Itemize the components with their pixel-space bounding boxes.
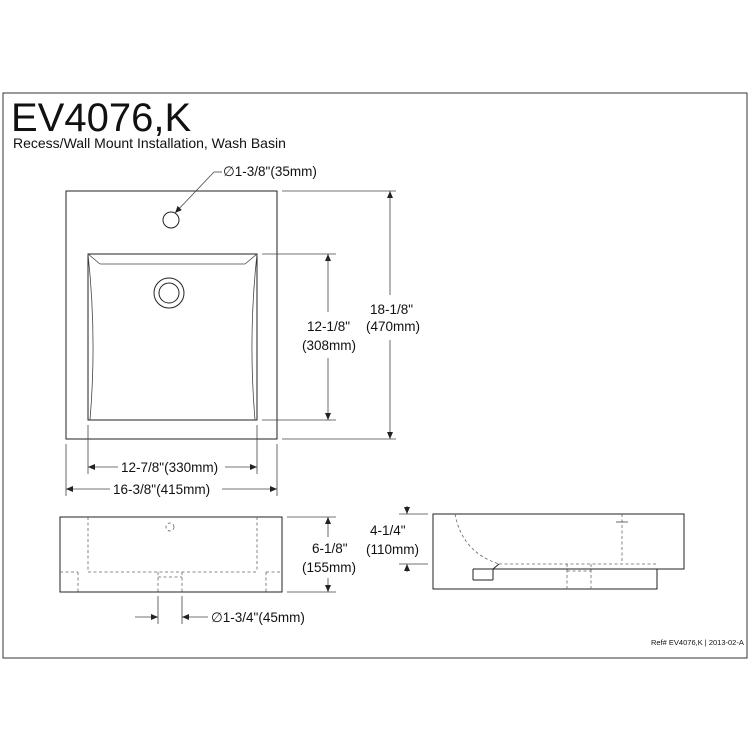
drain-outer [153, 277, 185, 309]
front-height-mm: (155mm) [302, 560, 356, 575]
bowl-depth-inches: 12-1/8" [307, 319, 350, 334]
product-subtitle: Recess/Wall Mount Installation, Wash Bas… [13, 135, 286, 151]
basin-outline-side [432, 513, 685, 590]
total-depth-mm: (470mm) [366, 319, 420, 334]
drain-diameter-dimension: ∅1-3/4"(45mm) [211, 610, 305, 625]
total-depth-inches: 18-1/8" [370, 302, 413, 317]
total-width-dimension: 16-3/8"(415mm) [113, 482, 210, 497]
bowl-depth-mm: (308mm) [302, 338, 356, 353]
drawing-reference: Ref# EV4076,K | 2013-02-A [651, 638, 744, 647]
product-title: EV4076,K [11, 96, 191, 140]
top-view: ∅1-3/8"(35mm) 12-1/8" (308mm) 18-1/8" (4… [65, 164, 420, 497]
side-height-inches: 4-1/4" [370, 523, 406, 538]
bowl-inner-top [87, 253, 258, 421]
basin-outline-front [59, 516, 283, 593]
front-height-inches: 6-1/8" [312, 541, 348, 556]
bowl-width-dimension: 12-7/8"(330mm) [121, 460, 218, 475]
front-view: 6-1/8" (155mm) ∅1-3/4"(45mm) [59, 516, 356, 625]
faucet-hole [162, 211, 180, 229]
drain-inner [158, 282, 180, 304]
faucet-hole-dimension: ∅1-3/8"(35mm) [223, 164, 317, 179]
drawing-border [2, 92, 748, 659]
side-height-mm: (110mm) [366, 542, 419, 557]
basin-outline-top [65, 190, 278, 440]
side-view: 4-1/4" (110mm) [366, 506, 685, 590]
